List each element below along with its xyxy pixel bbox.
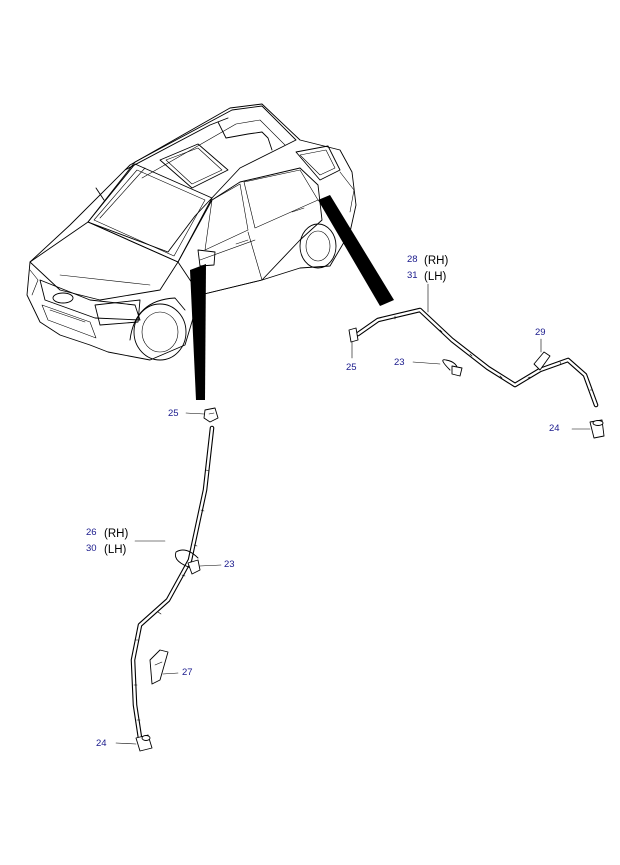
rear-connector-part [348,327,359,343]
callout-front-hose-lh: 30 [86,543,97,554]
rear-holder-part [533,351,551,371]
callout-rear-hose-rh: 28 [407,254,418,265]
front-connector-part [203,407,219,423]
callout-front-hose-rh: 26 [86,527,97,538]
vehicle-illustration [26,103,357,361]
label-front-lh: (LH) [104,544,127,556]
rear-clip-part [442,359,463,377]
front-location-wedge [190,264,206,400]
label-rear-lh: (LH) [424,271,447,283]
callout-front-holder: 27 [182,667,193,678]
callout-front-connector: 25 [168,408,179,419]
callout-rear-clip: 23 [394,357,405,368]
front-holder-part [149,649,169,685]
label-front-rh: (RH) [104,528,128,540]
callout-rear-holder: 29 [535,327,546,338]
callout-front-nozzle: 24 [96,738,107,749]
front-nozzle-part [135,734,153,752]
rear-hose-assembly [355,307,599,408]
rear-location-wedge [318,195,394,306]
front-clip-part [174,549,201,575]
callout-rear-connector: 25 [346,362,357,373]
callout-front-clip: 23 [224,559,235,570]
rear-nozzle-part [589,419,605,439]
callout-rear-nozzle: 24 [549,423,560,434]
label-rear-rh: (RH) [424,255,448,267]
front-hose-assembly [130,425,215,741]
callout-rear-hose-lh: 31 [407,270,418,281]
